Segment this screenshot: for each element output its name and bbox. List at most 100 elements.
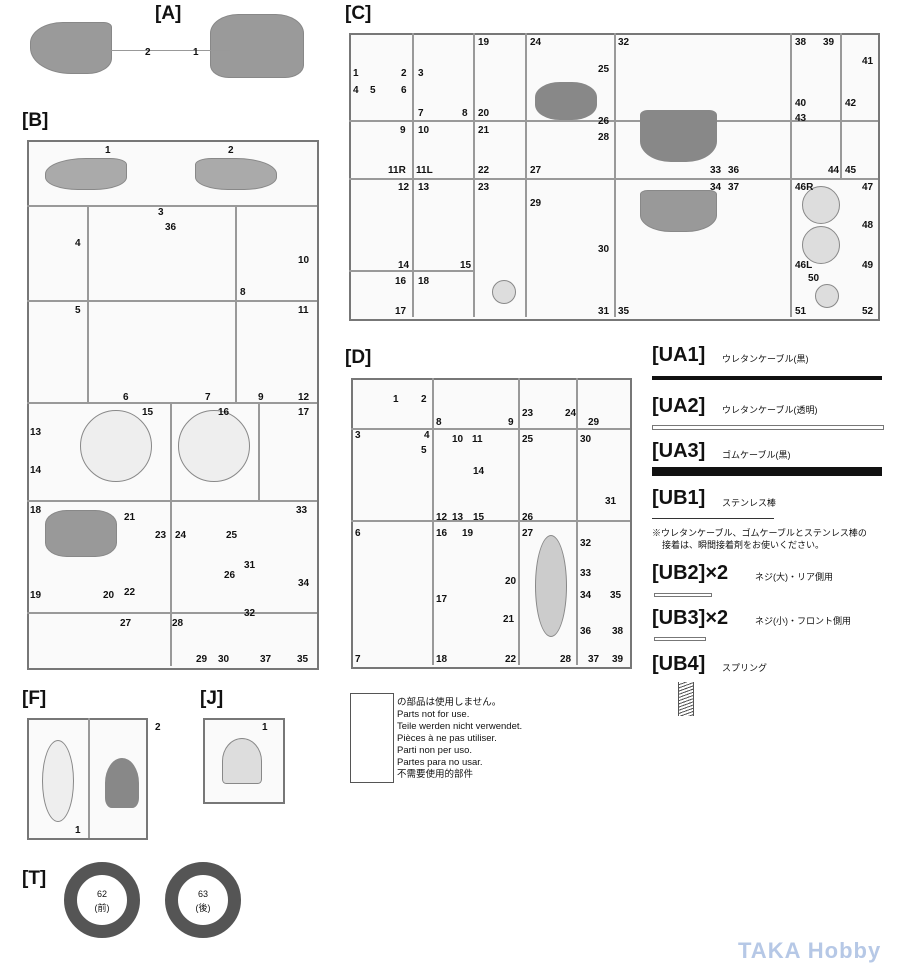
sprue-b-frame bbox=[27, 140, 319, 670]
part-number-d-8: 8 bbox=[436, 417, 442, 428]
sprue-a-title: [A] bbox=[155, 3, 182, 24]
ua3-cable bbox=[652, 467, 882, 476]
part-number-d-5: 5 bbox=[421, 445, 427, 456]
part-number-d-38: 38 bbox=[612, 626, 624, 637]
part-number-c-12: 12 bbox=[398, 182, 410, 193]
part-number-d-14: 14 bbox=[473, 466, 485, 477]
part-number-d-29: 29 bbox=[588, 417, 600, 428]
part-number-c-30: 30 bbox=[598, 244, 610, 255]
part-number-c-48: 48 bbox=[862, 220, 874, 231]
part-number-d-31: 31 bbox=[605, 496, 617, 507]
part-f2-shape bbox=[105, 758, 139, 808]
part-number-b-27: 27 bbox=[120, 618, 132, 629]
part-number-b-25: 25 bbox=[226, 530, 238, 541]
part-number-b-12: 12 bbox=[298, 392, 310, 403]
part-number-c-50: 50 bbox=[808, 273, 820, 284]
part-number-a-1: 1 bbox=[193, 47, 199, 58]
part-number-b-33: 33 bbox=[296, 505, 308, 516]
part-number-b-26: 26 bbox=[224, 570, 236, 581]
part-number-b-6: 6 bbox=[123, 392, 129, 403]
part-number-d-16: 16 bbox=[436, 528, 448, 539]
ua1-desc: ウレタンケーブル(黒) bbox=[722, 354, 809, 364]
part-number-c-49: 49 bbox=[862, 260, 874, 271]
part-number-d-7: 7 bbox=[355, 654, 361, 665]
tire-front-number: 62 bbox=[96, 889, 107, 899]
glue-note-line-1: ※ウレタンケーブル、ゴムケーブルとステンレス棒の bbox=[652, 528, 867, 538]
ub2-desc: ネジ(大)・リア側用 bbox=[755, 572, 833, 582]
part-number-c-41: 41 bbox=[862, 56, 874, 67]
part-number-b-34: 34 bbox=[298, 578, 310, 589]
part-number-d-4: 4 bbox=[424, 430, 430, 441]
ua1-cable bbox=[652, 376, 882, 380]
part-number-c-37: 37 bbox=[728, 182, 740, 193]
part-number-b-20: 20 bbox=[103, 590, 115, 601]
wheel-15-shape bbox=[80, 410, 152, 482]
part-number-c-38: 38 bbox=[795, 37, 807, 48]
part-number-c-46l: 46L bbox=[795, 260, 813, 271]
part-number-d-39: 39 bbox=[612, 654, 624, 665]
part-number-d-18: 18 bbox=[436, 654, 448, 665]
part-number-c-1: 1 bbox=[353, 68, 359, 79]
part-number-d-25: 25 bbox=[522, 434, 534, 445]
part-number-c-3: 3 bbox=[418, 68, 424, 79]
sprue-a-runner bbox=[110, 50, 230, 51]
part-number-d-12: 12 bbox=[436, 512, 448, 523]
tire-front-label: (前) bbox=[94, 903, 110, 913]
part-number-b-18: 18 bbox=[30, 505, 42, 516]
part-number-c-26: 26 bbox=[598, 116, 610, 127]
ub2-code: [UB2]×2 bbox=[652, 562, 729, 584]
part-number-c-34: 34 bbox=[710, 182, 722, 193]
disc-46r-shape bbox=[802, 186, 840, 224]
part-number-c-2: 2 bbox=[401, 68, 407, 79]
part-number-b-11: 11 bbox=[298, 305, 309, 316]
part-f1-shape bbox=[42, 740, 74, 822]
tire-rear: 63 (後) bbox=[165, 862, 241, 938]
ub4-spring bbox=[678, 682, 694, 716]
legend-es: Partes para no usar. bbox=[397, 757, 483, 768]
glue-note-line-2: 接着は、瞬間接着剤をお使いください。 bbox=[662, 540, 825, 550]
part-number-d-32: 32 bbox=[580, 538, 592, 549]
part-number-b-22: 22 bbox=[124, 587, 136, 598]
legend-en: Parts not for use. bbox=[397, 709, 470, 720]
part-number-c-18: 18 bbox=[418, 276, 430, 287]
part-number-c-46r: 46R bbox=[795, 182, 814, 193]
tire-front: 62 (前) bbox=[64, 862, 140, 938]
part-number-d-20: 20 bbox=[505, 576, 517, 587]
watermark: TAKA Hobby bbox=[738, 938, 882, 963]
part-number-b-21: 21 bbox=[124, 512, 136, 523]
part-34-shape bbox=[640, 190, 717, 232]
part-number-c-24: 24 bbox=[530, 37, 542, 48]
part-number-b-36: 36 bbox=[165, 222, 177, 233]
ub4-code: [UB4] bbox=[652, 653, 706, 675]
part-number-a-2: 2 bbox=[145, 47, 151, 58]
ub4-desc: スプリング bbox=[722, 663, 768, 673]
part-number-d-1: 1 bbox=[393, 394, 399, 405]
part-number-d-21: 21 bbox=[503, 614, 515, 625]
part-number-d-33: 33 bbox=[580, 568, 592, 579]
part-number-b-9: 9 bbox=[258, 392, 264, 403]
ub3-code: [UB3]×2 bbox=[652, 607, 729, 629]
ub1-code: [UB1] bbox=[652, 487, 706, 509]
ub1-rod bbox=[652, 518, 774, 519]
part-number-f-1: 1 bbox=[75, 825, 81, 836]
part-number-d-9: 9 bbox=[508, 417, 514, 428]
part-number-b-14: 14 bbox=[30, 465, 42, 476]
ua2-cable bbox=[652, 425, 884, 430]
part-number-c-31: 31 bbox=[598, 306, 610, 317]
part-number-d-24: 24 bbox=[565, 408, 577, 419]
part-number-c-28: 28 bbox=[598, 132, 610, 143]
sprocket-23-shape bbox=[492, 280, 516, 304]
part-number-c-4: 4 bbox=[353, 85, 359, 96]
part-number-c-52: 52 bbox=[862, 306, 874, 317]
part-number-c-43: 43 bbox=[795, 113, 807, 124]
unused-parts-swatch bbox=[350, 693, 394, 783]
part-number-c-47: 47 bbox=[862, 182, 874, 193]
unused-parts-legend: の部品は使用しません。 Parts not for use. Teile wer… bbox=[397, 697, 522, 781]
part-number-d-22: 22 bbox=[505, 654, 517, 665]
part-number-c-29: 29 bbox=[530, 198, 542, 209]
ua2-code: [UA2] bbox=[652, 395, 706, 417]
sprue-d-title: [D] bbox=[345, 347, 372, 368]
part-number-c-32: 32 bbox=[618, 37, 630, 48]
sprocket-50-shape bbox=[815, 284, 839, 308]
part-number-b-4: 4 bbox=[75, 238, 81, 249]
